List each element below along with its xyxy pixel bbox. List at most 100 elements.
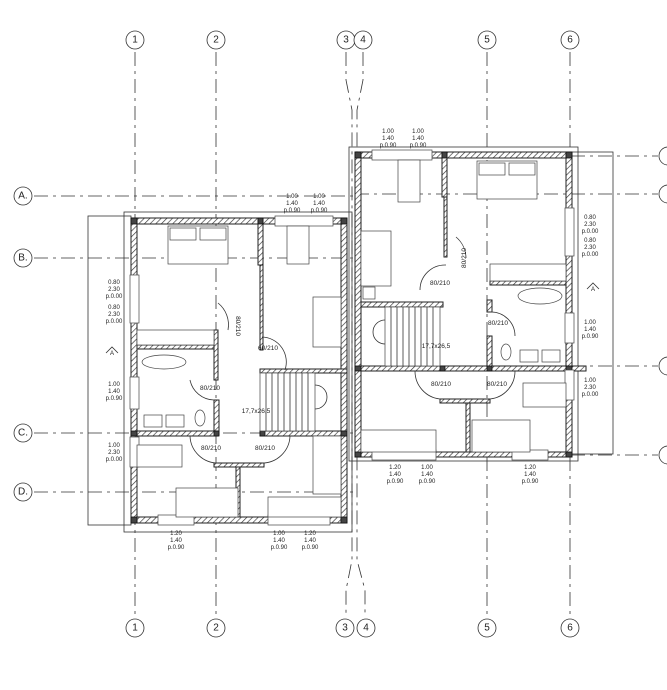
svg-text:2.30: 2.30 [584,222,596,228]
svg-text:1.20: 1.20 [524,465,536,471]
svg-text:3: 3 [342,623,348,634]
svg-text:p.0.90: p.0.90 [106,396,123,402]
svg-text:1.40: 1.40 [170,538,182,544]
bed [175,487,239,518]
svg-text:1.40: 1.40 [412,136,424,142]
svg-text:2.30: 2.30 [108,312,120,318]
grid-bubble-row-d: D. [13,482,33,502]
sink [165,414,185,428]
door-swing [489,311,516,337]
svg-text:p.0.00: p.0.00 [582,392,599,398]
svg-text:p.0.00: p.0.00 [582,252,599,258]
wardrobe [489,263,567,282]
svg-text:2: 2 [213,35,219,46]
desk [267,496,342,518]
svg-text:1: 1 [132,35,138,46]
door-label: 80/210 [255,445,275,452]
grid-bubble-col-4-bottom: 4 [356,618,376,638]
door-swing [414,370,441,400]
svg-text:1.00: 1.00 [273,531,285,537]
svg-text:p.0.90: p.0.90 [582,334,599,340]
svg-text:1.40: 1.40 [389,472,401,478]
svg-text:1.00: 1.00 [412,129,424,135]
door-swing [261,336,287,371]
svg-text:1.20: 1.20 [170,531,182,537]
window-label: 1.201.40p.0.90 [168,531,185,551]
window-label: 1.001.40p.0.90 [271,531,288,551]
svg-text:B.: B. [18,253,27,264]
window-label: 1.001.40p.0.90 [410,129,427,149]
svg-text:p.0.90: p.0.90 [522,479,539,485]
svg-text:1.00: 1.00 [584,378,596,384]
grid-bubble-col-6-bottom: 6 [560,618,580,638]
grid-bubble-col-2-top: 2 [206,30,226,50]
stair-label: 17,7x26,5 [422,343,451,350]
door-label: 80/210 [431,381,451,388]
wardrobe [360,230,392,287]
svg-text:p.0.00: p.0.00 [106,294,123,300]
svg-text:p.0.90: p.0.90 [311,208,328,214]
stair-label: 17,7x26,5 [242,408,271,415]
window-label: 0.802.30p.0.00 [106,305,123,325]
desk [397,159,421,203]
svg-text:4: 4 [360,35,366,46]
door-swing [217,302,229,331]
door-label: 80/210 [234,316,241,336]
door-label: 80/210 [200,385,220,392]
window-label: 0.802.30p.0.00 [582,215,599,235]
door-swing [419,264,447,291]
svg-text:6: 6 [567,623,573,634]
svg-text:p.0.90: p.0.90 [410,143,427,149]
svg-text:A.: A. [18,191,27,202]
door-swing [189,435,219,464]
svg-text:6: 6 [567,35,573,46]
svg-text:A: A [591,287,595,293]
svg-text:p.0.90: p.0.90 [271,545,288,551]
door-label: 80/210 [488,320,508,327]
svg-text:1.40: 1.40 [108,389,120,395]
window-label: 1.001.40p.0.90 [582,320,599,340]
toilet [194,409,206,427]
wardrobe [312,296,342,348]
stair [259,372,328,432]
grid-bubble-col-5-bottom: 5 [477,618,497,638]
bed [471,419,531,453]
svg-text:1.00: 1.00 [108,382,120,388]
window-label: 0.802.30p.0.00 [582,238,599,258]
svg-text:p.0.90: p.0.90 [302,545,319,551]
stair [372,306,441,367]
window [129,376,140,410]
svg-text:1.00: 1.00 [108,443,120,449]
svg-text:1.40: 1.40 [286,201,298,207]
grid-bubble-row-a: A. [13,186,33,206]
window-label: 1.001.40p.0.90 [419,465,436,485]
grid-bubble-col-3-top: 3 [336,30,356,50]
bathtub [517,287,563,305]
svg-text:0.80: 0.80 [108,305,120,311]
svg-text:p.0.00: p.0.00 [582,229,599,235]
svg-text:1.00: 1.00 [286,194,298,200]
svg-text:1.00: 1.00 [421,465,433,471]
svg-text:2.30: 2.30 [108,287,120,293]
window [371,149,433,161]
grid-bubble-row-b: B. [13,248,33,268]
column-box [362,286,376,300]
svg-text:p.0.00: p.0.00 [106,457,123,463]
grid-bubble-col-3-bottom: 3 [335,618,355,638]
window [564,207,575,257]
grid-bubble-col-1-bottom: 1 [125,618,145,638]
section-mark: A [586,282,600,293]
window [129,274,140,324]
svg-text:2.30: 2.30 [584,385,596,391]
right-unit: 17,7x26,5 80/210 80/210 80/210 80/210 80… [348,129,614,485]
wardrobe [136,329,215,346]
svg-text:p.0.90: p.0.90 [284,208,301,214]
svg-text:1.20: 1.20 [389,465,401,471]
svg-text:p.0.90: p.0.90 [168,545,185,551]
svg-text:1: 1 [132,623,138,634]
window-label: 0.802.30p.0.00 [106,280,123,300]
grid-bubble-col-6-top: 6 [560,30,580,50]
svg-text:4: 4 [363,623,369,634]
svg-text:1.40: 1.40 [421,472,433,478]
window [564,312,575,344]
